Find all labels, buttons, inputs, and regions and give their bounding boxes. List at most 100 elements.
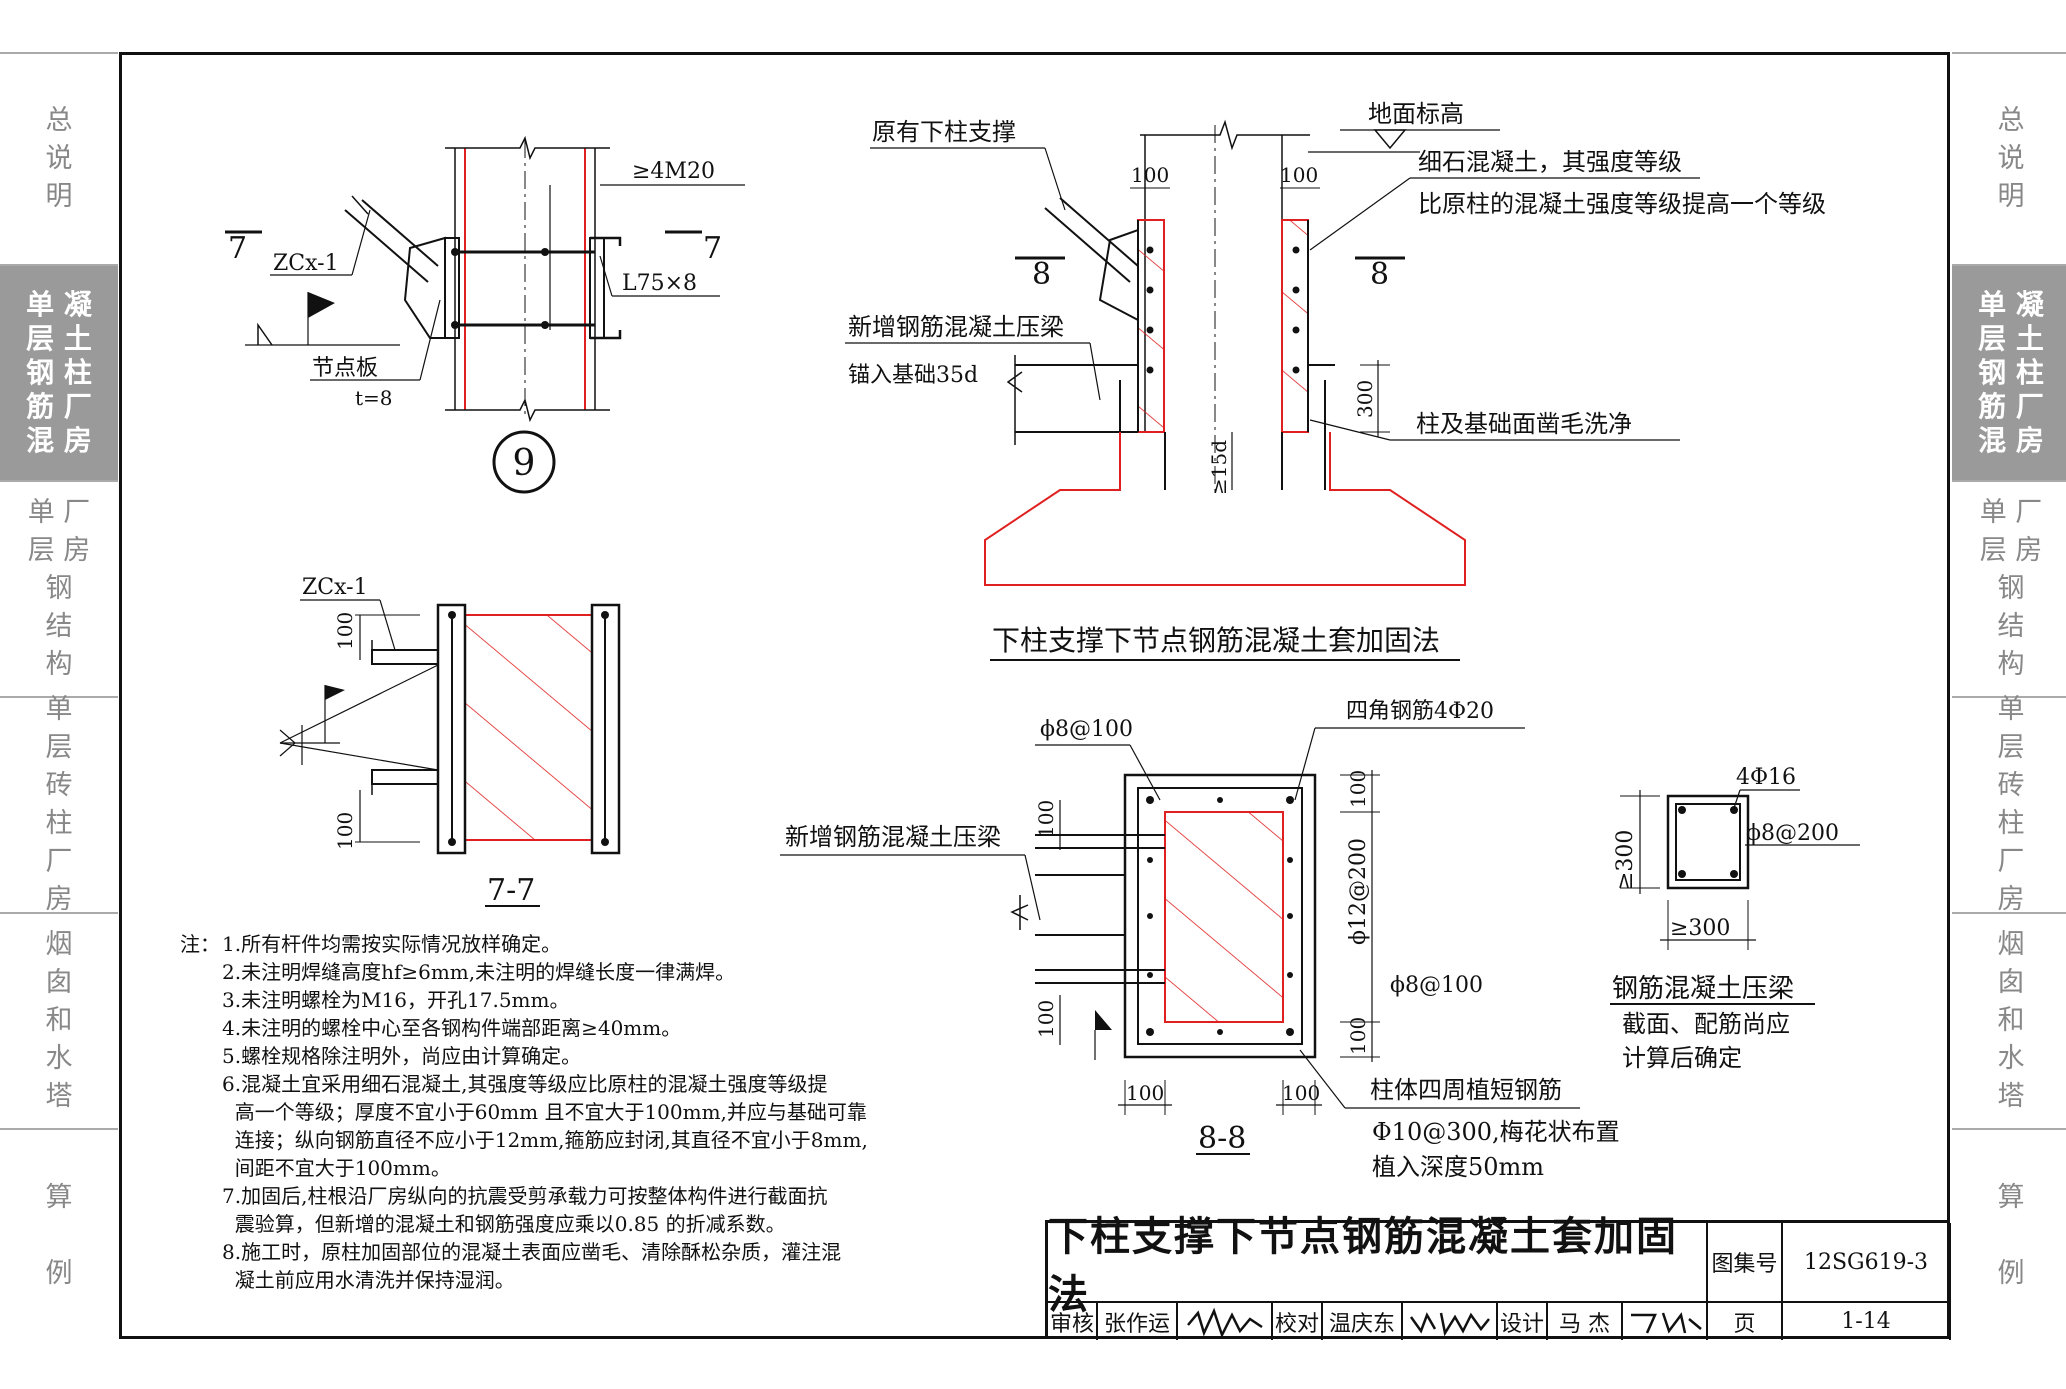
tab-label: 算 例 bbox=[45, 1182, 73, 1289]
signature-icon bbox=[1630, 1311, 1702, 1334]
dim-300: 300 bbox=[1353, 380, 1377, 418]
label-thickness: t=8 bbox=[355, 386, 393, 410]
elevation-caption: 下柱支撑下节点钢筋混凝土套加固法 bbox=[992, 624, 1440, 657]
drawing-frame bbox=[119, 52, 1950, 1339]
sidebar-tab-rc-column-plant[interactable]: 单 凝 层 土 钢 柱 筋 厂 混 房 bbox=[1952, 264, 2066, 480]
dim-100-e: 100 bbox=[1126, 1081, 1164, 1105]
atlas-label: 图集号 bbox=[1708, 1223, 1783, 1303]
general-notes: 注： 1.所有杆件均需按实际情况放样确定。 2.未注明焊缝高度hf≥6mm,未注… bbox=[180, 930, 980, 1294]
label-beam-bars: 4Φ16 bbox=[1736, 765, 1796, 790]
check-label: 校对 bbox=[1273, 1303, 1323, 1340]
sidebar-tab-examples[interactable]: 算 例 bbox=[1952, 1128, 2066, 1342]
label-brace: ZCx-1 bbox=[302, 575, 368, 600]
design-label: 设计 bbox=[1498, 1303, 1548, 1340]
dim-left-100: 100 bbox=[1131, 163, 1169, 187]
right-sidebar: 总 说 明 单 凝 层 土 钢 柱 筋 厂 混 房 单 厂 层 房 钢 结 构 … bbox=[1952, 52, 2066, 1342]
section-7-7: 100 100 ZCx-1 7-7 bbox=[279, 575, 621, 908]
drawing-title: 下柱支撑下节点钢筋混凝土套加固法 bbox=[1048, 1214, 1708, 1318]
section-title-7-7: 7-7 bbox=[487, 873, 535, 908]
title-block: 下柱支撑下节点钢筋混凝土套加固法 图集号 12SG619-3 审核 张作运 校对… bbox=[1045, 1214, 1951, 1340]
tab-label: 总 说 明 bbox=[1997, 105, 2025, 212]
label-ground: 地面标高 bbox=[1368, 100, 1464, 128]
label-dowels: 柱体四周植短钢筋 bbox=[1370, 1076, 1562, 1104]
sidebar-tab-steel-plant[interactable]: 单 厂 层 房 钢 结 构 bbox=[1952, 480, 2066, 696]
label-embed-depth: 植入深度50mm bbox=[1372, 1153, 1544, 1181]
label-roughen: 柱及基础面凿毛洗净 bbox=[1416, 410, 1632, 438]
dim-15d: ≥15d bbox=[1207, 440, 1231, 495]
note-item: 5.螺栓规格除注明外，尚应由计算确定。 bbox=[222, 1044, 582, 1068]
notes-lead: 注： bbox=[180, 932, 220, 956]
tab-label: 单 层 砖 柱 厂 房 bbox=[1997, 694, 2025, 915]
tab-label: 单 厂 层 房 钢 结 构 bbox=[27, 497, 91, 680]
tab-label: 烟 囱 和 水 塔 bbox=[1997, 929, 2025, 1112]
label-side-bar: ϕ12@200 bbox=[1346, 838, 1371, 945]
sidebar-tab-chimney[interactable]: 烟 囱 和 水 塔 bbox=[1952, 912, 2066, 1128]
section-mark-7-left: 7 bbox=[228, 231, 247, 266]
left-sidebar: 总 说 明 单 凝 层 土 钢 柱 筋 厂 混 房 单 厂 层 房 钢 结 构 … bbox=[0, 52, 118, 1342]
tab-label: 烟 囱 和 水 塔 bbox=[45, 929, 73, 1112]
dim-beam-h: ≥300 bbox=[1613, 830, 1638, 890]
label-fine-concrete-2: 比原柱的混凝土强度等级提高一个等级 bbox=[1418, 190, 1826, 218]
label-gusset: 节点板 bbox=[312, 356, 378, 381]
sidebar-tab-general[interactable]: 总 说 明 bbox=[1952, 52, 2066, 264]
beam-caption: 钢筋混凝土压梁 bbox=[1612, 974, 1794, 1004]
label-dowel-spec: Φ10@300,梅花状布置 bbox=[1372, 1118, 1620, 1146]
section-mark-7-right: 7 bbox=[703, 231, 722, 266]
check-name: 温庆东 bbox=[1323, 1303, 1403, 1340]
note-item: 3.未注明螺栓为M16，开孔17.5mm。 bbox=[222, 988, 570, 1012]
page-label: 页 bbox=[1708, 1303, 1783, 1340]
dim-top-100: 100 bbox=[333, 612, 357, 650]
sidebar-tab-steel-plant[interactable]: 单 厂 层 房 钢 结 构 bbox=[0, 480, 118, 696]
beam-note-1: 截面、配筋尚应 bbox=[1622, 1010, 1790, 1038]
review-name: 张作运 bbox=[1098, 1303, 1178, 1340]
notes-list: 1.所有杆件均需按实际情况放样确定。 2.未注明焊缝高度hf≥6mm,未注明的焊… bbox=[180, 930, 980, 1294]
dim-bottom-100: 100 bbox=[333, 812, 357, 850]
sidebar-tab-brick-plant[interactable]: 单 层 砖 柱 厂 房 bbox=[0, 694, 118, 915]
sidebar-tab-chimney[interactable]: 烟 囱 和 水 塔 bbox=[0, 912, 118, 1128]
tab-label: 单 厂 层 房 钢 结 构 bbox=[1979, 497, 2043, 680]
tab-label: 单 层 砖 柱 厂 房 bbox=[45, 694, 73, 915]
tab-label: 单 凝 层 土 钢 柱 筋 厂 混 房 bbox=[1978, 288, 2044, 457]
elevation-view: 8 8 100 100 300 ≥15d 原有下柱支撑 地面标高 细石混凝土，其… bbox=[845, 100, 1826, 661]
dim-beam-w: ≥300 bbox=[1670, 916, 1730, 941]
dim-100-b: 100 bbox=[1346, 1017, 1370, 1055]
label-new-beam: 新增钢筋混凝土压梁 bbox=[848, 313, 1064, 341]
dim-100-d: 100 bbox=[1034, 1000, 1058, 1038]
label-bolts: ≥4M20 bbox=[632, 159, 715, 184]
section-mark-8-left: 8 bbox=[1032, 257, 1051, 292]
section-8-8: 100 ϕ12@200 100 100 100 100 100 ϕ8@100 四… bbox=[780, 699, 1620, 1181]
note-item: 1.所有杆件均需按实际情况放样确定。 bbox=[222, 932, 562, 956]
label-stirrup-top: ϕ8@100 bbox=[1040, 717, 1133, 742]
sidebar-tab-rc-column-plant[interactable]: 单 凝 层 土 钢 柱 筋 厂 混 房 bbox=[0, 264, 118, 480]
atlas-number: 12SG619-3 bbox=[1783, 1223, 1951, 1303]
signature-icon bbox=[1186, 1307, 1263, 1338]
label-angle: L75×8 bbox=[622, 271, 697, 296]
note-item: 7.加固后,柱根沿厂房纵向的抗震受剪承载力可按整体构件进行截面抗 震验算，但新增… bbox=[222, 1184, 828, 1236]
label-beam-stirrup: ϕ8@200 bbox=[1746, 821, 1839, 846]
label-anchor: 锚入基础35d bbox=[848, 363, 978, 388]
section-mark-8-right: 8 bbox=[1370, 257, 1389, 292]
beam-note-2: 计算后确定 bbox=[1622, 1044, 1742, 1072]
dim-100-c: 100 bbox=[1034, 800, 1058, 838]
review-label: 审核 bbox=[1048, 1303, 1098, 1340]
check-signature bbox=[1403, 1303, 1498, 1340]
tab-label: 单 凝 层 土 钢 柱 筋 厂 混 房 bbox=[26, 288, 92, 457]
label-stirrup-right: ϕ8@100 bbox=[1390, 973, 1483, 998]
dim-100-f: 100 bbox=[1282, 1081, 1320, 1105]
dim-100-a: 100 bbox=[1346, 770, 1370, 808]
tab-label: 算 例 bbox=[1997, 1182, 2025, 1289]
dim-right-100: 100 bbox=[1280, 163, 1318, 187]
beam-section: 4Φ16 ϕ8@200 ≥300 ≥300 钢筋混凝土压梁 截面、配筋尚应 计算… bbox=[1610, 765, 1860, 1072]
sidebar-tab-brick-plant[interactable]: 单 层 砖 柱 厂 房 bbox=[1952, 694, 2066, 915]
note-item: 8.施工时，原柱加固部位的混凝土表面应凿毛、清除酥松杂质，灌注混 凝土前应用水清… bbox=[222, 1240, 842, 1292]
section-title-8-8: 8-8 bbox=[1198, 1121, 1246, 1156]
detail-9: 7 7 ≥4M20 L75×8 ZCx-1 节点板 t=8 9 bbox=[225, 135, 745, 494]
sidebar-tab-general[interactable]: 总 说 明 bbox=[0, 52, 118, 264]
page-number: 1-14 bbox=[1783, 1303, 1951, 1340]
detail-number: 9 bbox=[513, 443, 536, 484]
tab-label: 总 说 明 bbox=[45, 105, 73, 212]
signature-icon bbox=[1409, 1311, 1490, 1336]
note-item: 2.未注明焊缝高度hf≥6mm,未注明的焊缝长度一律满焊。 bbox=[222, 960, 736, 984]
sidebar-tab-examples[interactable]: 算 例 bbox=[0, 1128, 118, 1342]
